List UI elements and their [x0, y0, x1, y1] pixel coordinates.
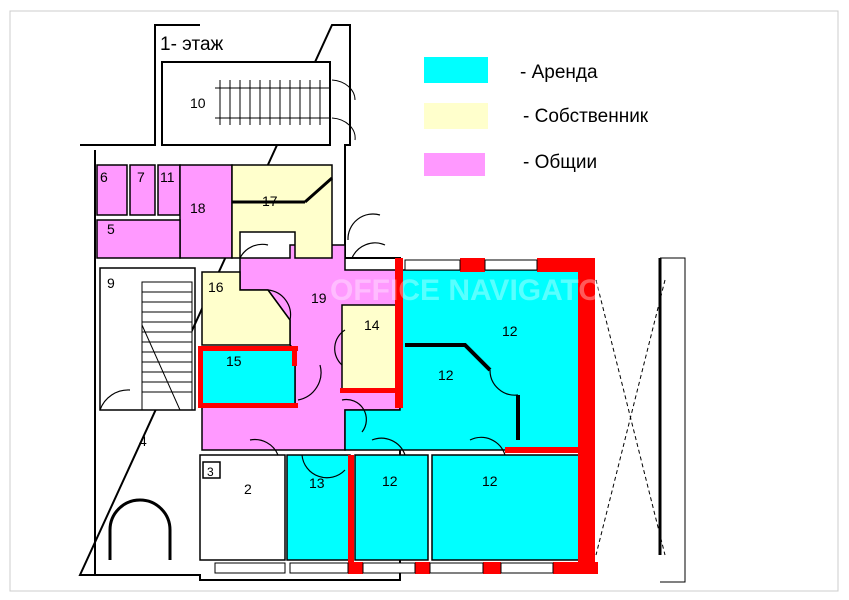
room-label: 18	[190, 200, 206, 216]
room-label: 3	[207, 465, 214, 479]
room-3	[202, 461, 221, 479]
room-label: 5	[107, 221, 115, 237]
room-label: 6	[100, 169, 108, 185]
stair-steps-9	[141, 291, 192, 411]
room-label: 19	[311, 290, 327, 306]
room-label: 15	[226, 353, 242, 369]
legend-label-common: - Общии	[523, 152, 597, 173]
stair-steps-10	[215, 79, 356, 141]
red-walls	[198, 258, 598, 574]
stairwell-10	[161, 61, 331, 146]
room-label: 2	[244, 481, 252, 497]
room-label: 14	[364, 317, 380, 333]
room-label: 12	[502, 323, 518, 339]
legend-swatch-rent	[424, 57, 488, 83]
legend: - Аренда - Собственник - Общии	[424, 57, 649, 176]
room-label: 9	[107, 275, 115, 291]
floor-title: 1- этаж	[160, 34, 224, 55]
room-label: 13	[309, 475, 325, 491]
doors	[99, 213, 519, 479]
stairwell-9	[141, 281, 193, 411]
room-label: 11	[160, 169, 175, 185]
demolished-area	[595, 257, 686, 583]
room-label: 16	[208, 279, 224, 295]
common-areas	[96, 164, 401, 451]
room-label: 7	[137, 169, 145, 185]
wall	[405, 343, 492, 372]
frame	[9, 10, 839, 592]
legend-label-owner: - Собственник	[523, 106, 649, 127]
windows	[214, 259, 554, 574]
watermark: OFFICE NAVIGATOR	[330, 274, 624, 307]
legend-swatch-common	[424, 153, 485, 176]
wall	[304, 176, 333, 204]
room-label: 4	[139, 433, 147, 449]
legend-label-rent: - Аренда	[520, 62, 598, 83]
legend-swatch-owner	[424, 103, 488, 129]
entrance-arch	[108, 498, 172, 560]
room-label: 12	[438, 367, 454, 383]
rent-areas	[201, 269, 581, 561]
room-label: 12	[382, 473, 398, 489]
room-label: 12	[482, 473, 498, 489]
room-9-outline	[99, 267, 196, 411]
room-label: 17	[262, 193, 278, 209]
room-label: 10	[190, 95, 206, 111]
